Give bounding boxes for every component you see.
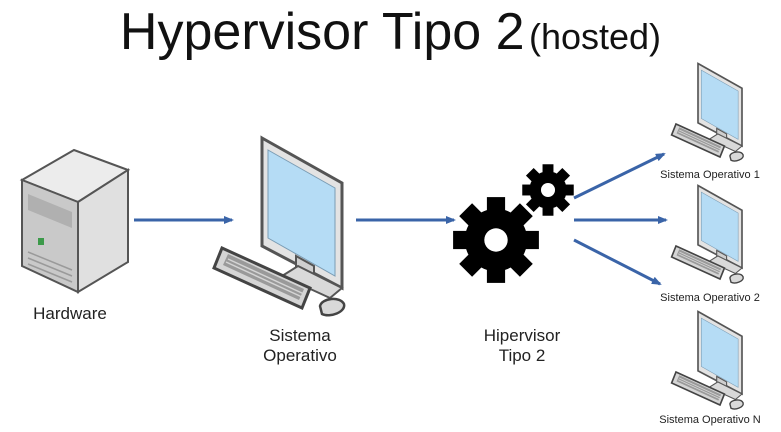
- title-sub: (hosted): [528, 16, 662, 57]
- hypervisor-label-line1: Hipervisor: [483, 326, 561, 345]
- guest-computer-icon-1: [670, 62, 745, 162]
- os-label: Sistema Operativo: [250, 326, 350, 366]
- os-label-line1: Sistema: [269, 326, 331, 345]
- guest-label-2: Sistema Operativo 2: [660, 292, 760, 304]
- guest-label-1: Sistema Operativo 1: [660, 169, 760, 181]
- server-tower-icon: [19, 148, 131, 294]
- gears-icon: [453, 164, 574, 283]
- hypervisor-label: Hipervisor Tipo 2: [462, 326, 582, 366]
- hypervisor-label-line2: Tipo 2: [498, 346, 546, 365]
- desktop-computer-icon: [212, 136, 346, 317]
- arrow-hypervisor-to-guest-1: [573, 152, 666, 200]
- hardware-label: Hardware: [33, 304, 107, 323]
- diagram-title: Hypervisor Tipo 2 (hosted): [0, 0, 781, 77]
- guest-label-n: Sistema Operativo N: [659, 414, 761, 426]
- os-label-line2: Operativo: [263, 346, 337, 365]
- title-main: Hypervisor Tipo 2: [119, 3, 525, 61]
- guest-computer-icon-n: [670, 310, 745, 410]
- arrow-hypervisor-to-guest-n: [573, 238, 662, 286]
- guest-computer-icon-2: [670, 184, 745, 284]
